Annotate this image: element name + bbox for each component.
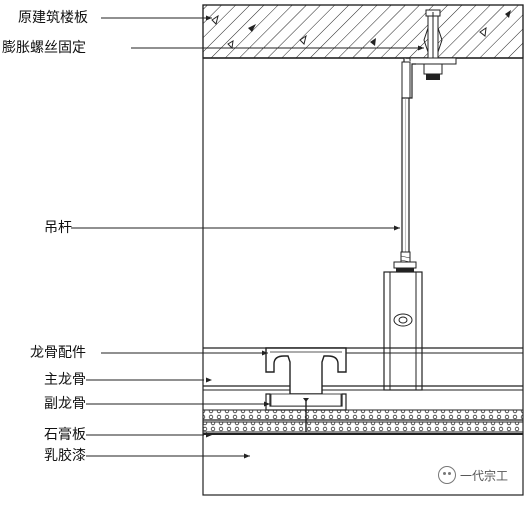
floor-slab: [202, 4, 524, 59]
hanger-clip: [383, 271, 423, 391]
leader-arrows: [206, 15, 424, 459]
hanger-rod: [393, 58, 417, 293]
label-gypsum-board: 石膏板: [44, 427, 86, 443]
label-latex-paint: 乳胶漆: [44, 448, 86, 464]
keel-fitting: [265, 347, 347, 395]
gypsum-board: [202, 409, 524, 433]
watermark-text: 一代宗工: [460, 468, 509, 483]
label-floor-slab: 原建筑楼板: [18, 10, 88, 26]
leader-lines: [71, 17, 424, 457]
label-expansion-bolt: 膨胀螺丝固定: [2, 40, 86, 56]
watermark: 一代宗工: [438, 466, 508, 484]
wechat-icon: [438, 466, 456, 484]
label-keel-fitting: 龙骨配件: [30, 345, 86, 361]
label-main-keel: 主龙骨: [44, 372, 86, 388]
expansion-bolt: [409, 9, 457, 80]
label-hanger-rod: 吊杆: [44, 220, 72, 236]
main-keel: [203, 347, 523, 391]
label-secondary-keel: 副龙骨: [44, 396, 86, 412]
